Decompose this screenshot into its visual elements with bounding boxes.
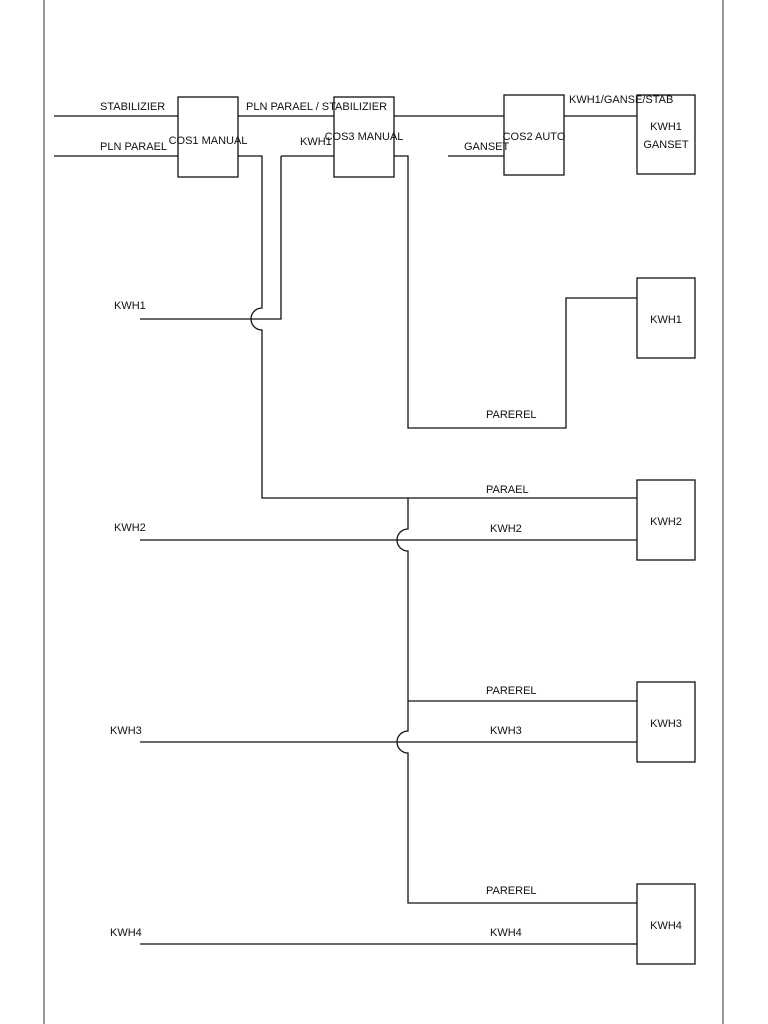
parerel-vertical-bus: [396, 498, 637, 904]
kwh1-box: [636, 277, 696, 359]
kwh4-box: [636, 883, 696, 965]
cos1-parael-riser: [238, 155, 637, 499]
kwh2-box: [636, 479, 696, 561]
cos3-parerel-line: [394, 155, 637, 429]
parerel-1-label: PAREREL: [486, 409, 537, 421]
kwh1-input-label: KWH1: [114, 300, 146, 312]
kwh1-ganset-box-label-2: GANSET: [643, 139, 689, 151]
cos1-switch-box: [177, 96, 239, 178]
parerel-4-label: PAREREL: [486, 885, 537, 897]
parael-2-label: PARAEL: [486, 484, 529, 496]
kwh3-box: [636, 681, 696, 763]
cos2-label: COS2 AUTO: [503, 131, 566, 143]
cos1-label: COS1 MANUAL: [169, 135, 248, 147]
kwh1-input-line: [140, 156, 282, 320]
kwh3-input-label: KWH3: [110, 725, 142, 737]
cos3-label: COS3 MANUAL: [325, 131, 404, 143]
kwh4-input-label: KWH4: [110, 927, 142, 939]
kwh4-line-label: KWH4: [490, 927, 522, 939]
kwh3-line-label: KWH3: [490, 725, 522, 737]
cos3-switch-box: [333, 96, 395, 178]
kwh1-box-label: KWH1: [650, 314, 682, 326]
kwh1-ganse-stab-label: KWH1/GANSE/STAB: [569, 94, 673, 106]
stabilizier-label: STABILIZIER: [100, 101, 165, 113]
kwh2-line-label: KWH2: [490, 523, 522, 535]
ganset-label: GANSET: [464, 141, 510, 153]
cos2-switch-box: [503, 94, 565, 176]
kwh4-box-label: KWH4: [650, 920, 682, 932]
kwh1-ganset-box: [636, 94, 696, 175]
pln-parael-label: PLN PARAEL: [100, 141, 167, 153]
parerel-3-label: PAREREL: [486, 685, 537, 697]
kwh2-box-label: KWH2: [650, 516, 682, 528]
kwh1-top-label: KWH1: [300, 136, 332, 148]
kwh1-ganset-box-label-1: KWH1: [650, 121, 682, 133]
kwh2-input-label: KWH2: [114, 522, 146, 534]
pln-stab-label: PLN PARAEL / STABILIZIER: [246, 101, 387, 113]
kwh3-box-label: KWH3: [650, 718, 682, 730]
